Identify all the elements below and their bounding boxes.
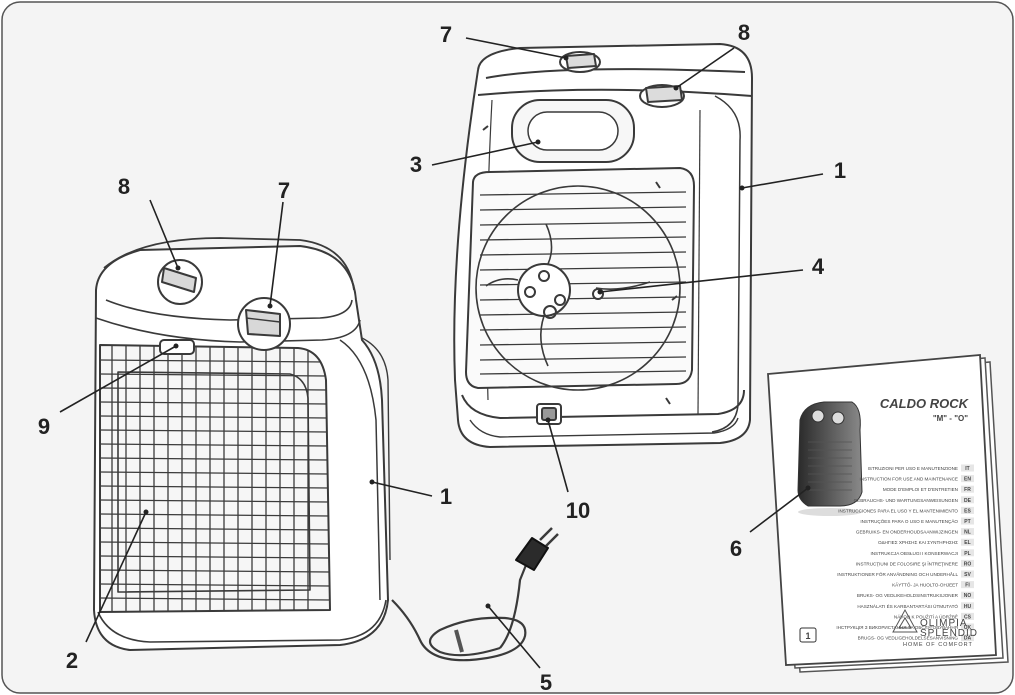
brand-tagline: HOME OF COMFORT <box>903 642 973 648</box>
manual-language-text: INSTRUÇÕES PARA O USO E MANUTENÇÃO <box>860 518 958 524</box>
heater-front-view <box>93 237 559 662</box>
manual-language-text: MODE D'EMPLOI ET D'ENTRETIEN <box>883 487 958 492</box>
manual-language-code: CS <box>964 614 972 620</box>
manual-language-code-box <box>961 528 974 536</box>
callout-1-rear: 1 <box>834 158 846 183</box>
manual-language-code: IT <box>965 466 969 472</box>
manual-language-text: GEBRUIKS- EN ONDERHOUDSAANWIJZINGEN <box>856 530 958 535</box>
manual-language-code-box <box>961 475 974 483</box>
manual-language-code-box <box>961 517 974 525</box>
brand-line-2: SPLENDID <box>920 628 978 639</box>
manual-language-code: RO <box>964 561 972 567</box>
manual-language-code: NL <box>964 530 971 536</box>
callout-7-rear: 7 <box>440 22 452 47</box>
manual-language-code: DE <box>964 498 972 504</box>
manual-language-code-box <box>961 485 974 493</box>
callout-5: 5 <box>540 670 552 695</box>
manual-language-text: INSTRUKTIONER FÖR ANVÄNDNING OCH UNDERHÅ… <box>837 571 958 577</box>
leader-lines <box>59 37 824 669</box>
manual-language-code: NO <box>964 593 972 599</box>
manual-language-code-box <box>961 602 974 610</box>
manual-language-code: PT <box>964 519 970 525</box>
manual-language-code-box <box>961 634 974 642</box>
instruction-manual: CALDO ROCK "M" - "O" ISTRUZIONI PER USO … <box>767 354 1009 673</box>
manual-subtitle: "M" - "O" <box>933 414 968 423</box>
manual-title: CALDO ROCK <box>880 396 970 411</box>
callout-4: 4 <box>812 254 825 279</box>
manual-language-code-box <box>961 549 974 557</box>
manual-language-text: ΟΔΗΓΙΕΣ ΧΡΗΣΗΣ ΚΑΙ ΣΥΝΤΗΡΗΣΗΣ <box>878 540 958 545</box>
manual-language-code: DA <box>964 636 972 642</box>
manual-language-code: EL <box>964 540 970 546</box>
manual-language-code: ES <box>964 508 971 514</box>
manual-language-code-box <box>961 591 974 599</box>
manual-language-code-box <box>961 559 974 567</box>
callout-8-front: 8 <box>118 174 130 199</box>
callout-8-rear: 8 <box>738 20 750 45</box>
manual-language-text: NÁVOD K POUŽITÍ A ÚDRŽBĚ <box>894 612 958 619</box>
callout-3: 3 <box>410 152 422 177</box>
manual-language-text: INSTRUCŢIUNI DE FOLOSIRE ŞI ÎNTREŢINERE <box>856 560 958 566</box>
manual-language-code: UK <box>964 625 972 631</box>
manual-language-code-box <box>961 612 974 620</box>
manual-cover-heater-image <box>797 401 863 516</box>
manual-language-text: BRUGS- OG VEDLIGEHOLDELSESANVISNING <box>858 636 959 641</box>
manual-language-code: FR <box>964 487 971 493</box>
manual-language-text: ІНСТРУКЦІЯ З ВИКОРИСТАННЯ ТА ОБСЛУГОВУВА… <box>836 625 958 630</box>
manual-language-code-box <box>961 581 974 589</box>
manual-language-code: FI <box>965 583 970 589</box>
manual-language-text: HASZNÁLATI ÉS KARBANTARTÁSI ÚTMUTATÓ <box>857 603 958 609</box>
manual-badge-icon <box>799 627 817 643</box>
manual-language-text: INSTRUCTION FOR USE AND MAINTENANCE <box>859 477 958 482</box>
callout-2: 2 <box>66 648 78 673</box>
manual-language-text: ISTRUZIONI PER USO E MANUTENZIONE <box>868 466 958 471</box>
manual-badge: 1 <box>805 631 810 641</box>
manual-language-code-box <box>961 623 974 631</box>
callout-7-front: 7 <box>278 178 290 203</box>
manual-language-code: EN <box>964 477 971 483</box>
manual-language-code-box <box>961 570 974 578</box>
manual-language-text: GEBRAUCHS- UND WARTUNGSANWEISUNGEN <box>854 498 958 503</box>
manual-language-code-box <box>961 506 974 514</box>
callout-9: 9 <box>38 414 50 439</box>
manual-language-code: SV <box>964 572 971 578</box>
manual-language-text: INSTRUKCJA OBSŁUGI I KONSERWACJI <box>870 551 958 556</box>
manual-language-text: BRUKS- OG VEDLIKEHOLDSINSTRUKSJONER <box>857 593 959 598</box>
manual-language-code: PL <box>964 551 970 557</box>
manual-language-code: HU <box>964 604 972 610</box>
heater-rear-view <box>453 43 753 448</box>
callout-1-front: 1 <box>440 484 452 509</box>
olimpia-splendid-logo: OLIMPIA SPLENDID HOME OF COMFORT <box>892 608 978 648</box>
manual-language-code-box <box>961 496 974 504</box>
leader-line-dots <box>143 55 811 609</box>
brand-line-1: OLIMPIA <box>920 618 968 629</box>
manual-language-text: INSTRUCCIONES PARA EL USO Y EL MANTENIMI… <box>838 508 958 513</box>
manual-language-list: ISTRUZIONI PER USO E MANUTENZIONE IT INSTR… <box>836 464 974 642</box>
manual-language-code-box <box>961 538 974 546</box>
manual-language-text: KÄYTTÖ- JA HUOLTO-OHJEET <box>892 582 958 588</box>
manual-language-code-box <box>961 464 974 472</box>
callout-6: 6 <box>730 536 742 561</box>
callout-10: 10 <box>566 498 590 523</box>
